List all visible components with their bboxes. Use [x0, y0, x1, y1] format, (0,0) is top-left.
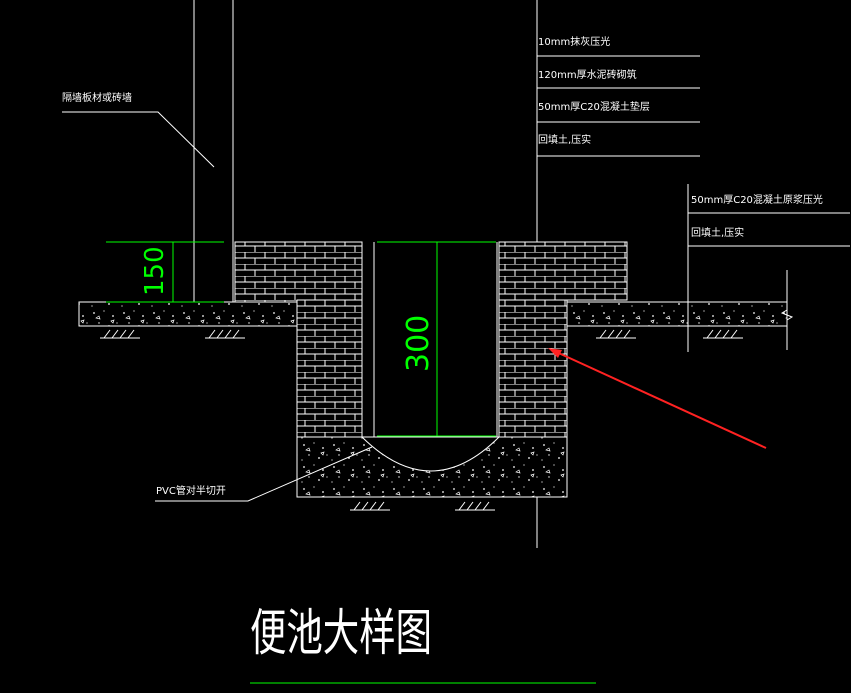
- brick-wall-right: [498, 299, 568, 438]
- pvc-note: PVC管对半切开: [156, 484, 226, 497]
- brick-wall-left: [296, 299, 363, 438]
- drawing-title: 便池大样图: [250, 604, 432, 662]
- floor-note-1: 10mm抹灰压光: [538, 35, 610, 48]
- earth-hatch: [100, 329, 743, 511]
- brick-curb-right: [498, 241, 628, 301]
- partition-wall: [193, 0, 234, 302]
- pvc-half-pipe: [360, 436, 501, 472]
- partition-note: 隔墙板材或砖墙: [62, 91, 132, 104]
- dimension-lines: [106, 241, 496, 437]
- partition-leader: [62, 111, 215, 168]
- floor-note-3: 50mm厚C20混凝土垫层: [538, 100, 650, 113]
- floor-note-4: 回填土,压实: [538, 133, 591, 146]
- brick-curb-left: [234, 241, 363, 303]
- break-symbol: [780, 270, 794, 350]
- ground-slab-right: [566, 301, 788, 327]
- dim-pit-depth: 300: [401, 315, 436, 372]
- red-arrow: [548, 348, 767, 449]
- ground-slab-left: [78, 301, 299, 327]
- dim-curb-height: 150: [140, 246, 170, 296]
- ground-note-2: 回填土,压实: [691, 226, 744, 239]
- pvc-leader: [155, 446, 373, 502]
- ground-note-1: 50mm厚C20混凝土原浆压光: [691, 193, 823, 206]
- ground-notes-frame: [687, 184, 850, 352]
- floor-note-2: 120mm厚水泥砖砌筑: [538, 68, 637, 81]
- floor-notes-frame: [537, 55, 700, 157]
